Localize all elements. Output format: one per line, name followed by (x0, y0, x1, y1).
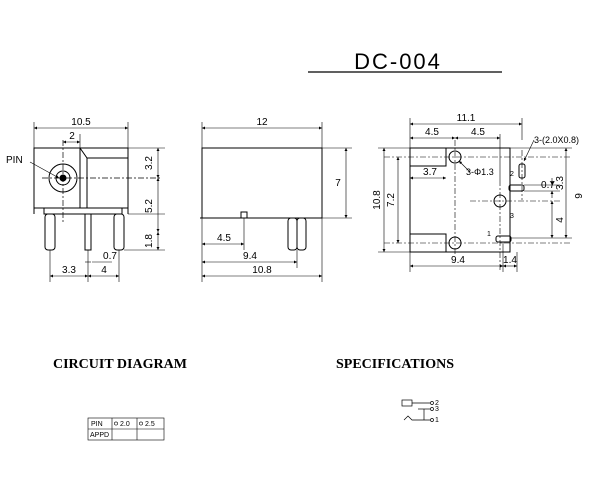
front-base (43, 207, 123, 215)
top-dim-overall: 11.1 (457, 113, 476, 124)
drawing-title: DC-004 (354, 49, 442, 74)
top-dim-slot-width: 0.7 (541, 180, 555, 191)
front-pin-left (44, 213, 56, 251)
top-dim-lower: 4 (555, 217, 566, 223)
top-dim-pad: 3.7 (423, 167, 437, 178)
front-dim-pitch-right: 4 (101, 265, 107, 276)
side-dim-height: 7 (335, 178, 341, 189)
table-header-2-5: 2.5 (145, 421, 155, 428)
schematic-pin-2: 2 (435, 400, 439, 407)
pin-number-3: 3 (510, 213, 514, 220)
side-pin-b (296, 217, 307, 251)
front-dim-bottom: 1.8 (144, 234, 155, 248)
front-inner-taper (79, 147, 128, 159)
top-dim-bottom-offset: 1.4 (503, 255, 517, 266)
top-dim-depth: 10.8 (372, 190, 383, 210)
jack-schematic (401, 399, 434, 422)
front-pin-right (113, 213, 125, 251)
side-dim-length: 12 (256, 117, 268, 128)
table-header-pin: PIN (91, 421, 103, 428)
top-dim-right-half: 4.5 (471, 127, 485, 138)
slot-note: 3-(2.0X0.8) (534, 135, 579, 145)
top-dim-left-half: 4.5 (425, 127, 439, 138)
side-tab (240, 211, 248, 219)
circuit-diagram-heading: CIRCUIT DIAGRAM (53, 357, 187, 372)
specifications-heading: SPECIFICATIONS (336, 357, 454, 372)
table-row-appd: APPD (90, 432, 109, 439)
pin-number-1: 1 (487, 231, 491, 238)
side-pin-a (287, 217, 298, 251)
slot-1 (495, 235, 512, 243)
top-dim-slot-offset: 3.3 (555, 176, 566, 190)
pin-label: PIN (6, 155, 23, 166)
top-dim-height: 9 (574, 193, 585, 199)
front-dim-mid: 5.2 (144, 199, 155, 213)
slot-3 (508, 184, 525, 192)
side-body (201, 147, 323, 219)
pin-number-2: 2 (510, 171, 514, 178)
table-header-2-0: 2.0 (120, 421, 130, 428)
front-dim-pin-width: 0.7 (103, 251, 117, 262)
front-dim-pitch-left: 3.3 (62, 265, 76, 276)
side-view (200, 122, 352, 282)
schematic-pin-3: 3 (435, 406, 439, 413)
schematic-pin-1: 1 (435, 417, 439, 424)
hole-note: 3-Φ1.3 (466, 167, 494, 177)
top-dim-bottom-span: 9.4 (451, 255, 465, 266)
front-pin-mid (84, 213, 92, 251)
side-dim-pin: 9.4 (243, 251, 257, 262)
front-view (29, 122, 165, 282)
front-dim-width: 10.5 (71, 117, 91, 128)
front-dim-offset: 2 (69, 131, 75, 142)
top-dim-hole-span: 7.2 (386, 193, 397, 207)
top-outline (409, 147, 511, 253)
side-dim-total: 10.8 (252, 265, 272, 276)
spec-table (87, 417, 165, 441)
side-dim-tab: 4.5 (217, 233, 231, 244)
top-view (378, 118, 572, 272)
front-dim-top: 3.2 (144, 156, 155, 170)
